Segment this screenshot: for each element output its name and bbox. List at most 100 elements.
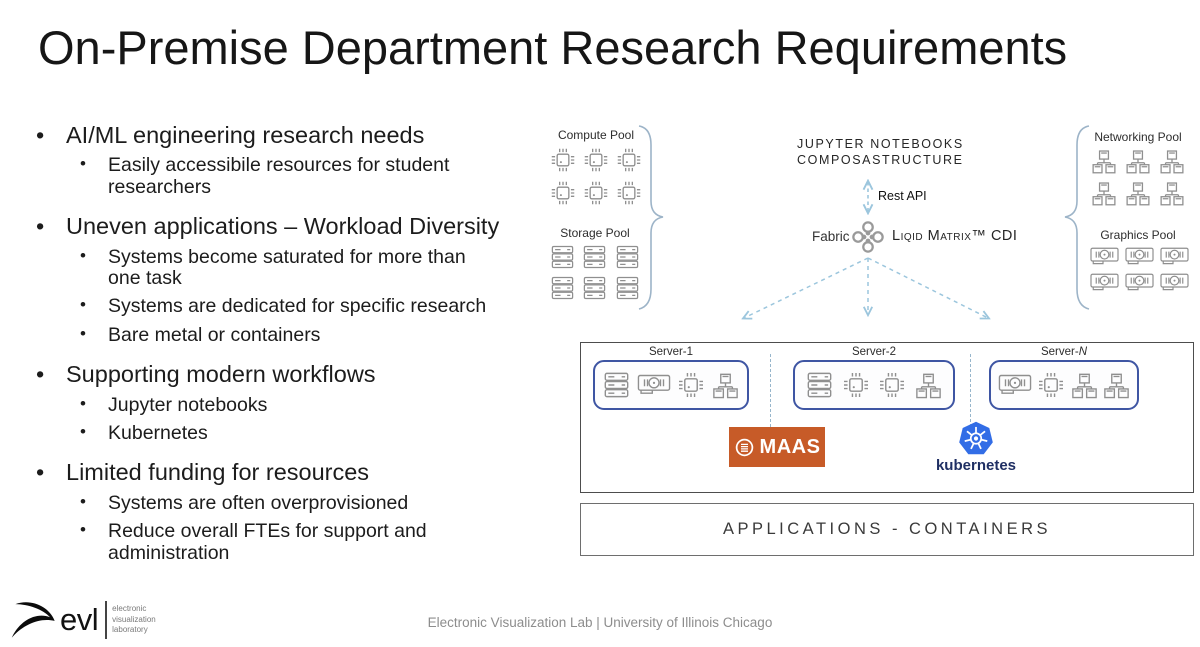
- left-brace: [638, 125, 664, 310]
- liqid-matrix-label: Liqid Matrix™ CDI: [892, 228, 1018, 244]
- right-brace: [1064, 125, 1090, 310]
- evl-logo: evl electronic visualization laboratory: [8, 596, 156, 644]
- server-group: Server-2: [793, 346, 955, 410]
- rest-api-label: Rest API: [878, 189, 927, 203]
- bullet-list: • AI/ML engineering research needs • Easily…: [30, 122, 535, 564]
- cpu-icon: [675, 369, 707, 401]
- bullet-text: Uneven applications – Workload Diversity: [66, 213, 500, 240]
- storage-icon: [580, 274, 609, 302]
- sub-bullet-item: •Bare metal or containers: [76, 323, 535, 346]
- bullet-marker: •: [36, 361, 45, 388]
- network-icon: [1101, 370, 1132, 401]
- bullet-marker: •: [36, 213, 45, 240]
- pool-label: Networking Pool: [1094, 130, 1182, 144]
- bullet-text: Supporting modern workflows: [66, 361, 376, 388]
- server-label: Server-N: [1040, 346, 1087, 358]
- maas-icon: [735, 438, 753, 456]
- sub-bullet-text: Easily accessibile resources for student…: [108, 154, 450, 198]
- cpu-icon: [1035, 369, 1067, 401]
- networking-pool: Networking Pool: [1088, 130, 1188, 208]
- sub-bullet-text: Jupyter notebooks: [108, 393, 268, 416]
- bullet-marker: •: [80, 154, 86, 174]
- gpu-icon: [1123, 245, 1156, 268]
- server-divider: [970, 354, 971, 432]
- jupyter-label: JUPYTER NOTEBOOKS COMPOSASTRUCTURE: [797, 136, 964, 168]
- server-box: [793, 360, 955, 410]
- sub-bullet-text: Kubernetes: [108, 422, 208, 444]
- bullet-item: • AI/ML engineering research needs: [30, 122, 535, 148]
- bullet-marker: •: [36, 122, 45, 148]
- network-icon: [1123, 147, 1153, 176]
- bullet-marker: •: [80, 393, 86, 413]
- bullet-text: Limited funding for resources: [66, 459, 370, 486]
- bullet-item: • Supporting modern workflows: [30, 361, 535, 387]
- sub-bullet-item: •Reduce overall FTEs for support and adm…: [76, 520, 535, 564]
- network-icon: [1069, 370, 1100, 401]
- graphics-pool: Graphics Pool: [1088, 228, 1188, 294]
- compute-pool: Compute Pool: [548, 128, 644, 208]
- network-icon: [1157, 147, 1187, 176]
- cpu-icon: [581, 145, 611, 175]
- sub-bullet-item: •Systems become saturated for more than …: [76, 245, 535, 290]
- kubernetes-icon: [959, 421, 993, 455]
- jupyter-line1: JUPYTER NOTEBOOKS: [797, 137, 964, 151]
- bullet-item: • Limited funding for resources: [30, 459, 535, 485]
- storage-icon: [548, 243, 577, 271]
- storage-icon: [804, 369, 835, 401]
- cpu-icon: [840, 369, 872, 401]
- server-box: [593, 360, 749, 410]
- pool-icon-grid: [547, 243, 643, 302]
- server-divider: [770, 354, 771, 432]
- storage-icon: [580, 243, 609, 271]
- maas-wordmark: MAAS: [759, 435, 821, 458]
- rest-api-arrow: [858, 174, 880, 220]
- sub-bullet-item: •Systems are often overprovisioned: [76, 492, 535, 514]
- kubernetes-wordmark: kubernetes: [935, 457, 1017, 474]
- evl-swoosh-icon: [11, 602, 55, 638]
- sub-bullet-item: • Jupyter notebooks: [76, 393, 535, 416]
- footer-credit: Electronic Visualization Lab | Universit…: [427, 615, 773, 630]
- gpu-icon: [1088, 245, 1121, 268]
- bullet-item: • Uneven applications – Workload Diversit…: [30, 213, 535, 239]
- cpu-icon: [876, 369, 908, 401]
- evl-tagline-line: electronic: [112, 604, 147, 614]
- network-icon: [1089, 179, 1119, 208]
- servers-container: Server-1 Server-2 Server-N MAAS: [580, 342, 1194, 493]
- sub-bullet-item: • Kubernetes: [76, 422, 535, 444]
- sub-bullet-item: •Systems are dedicated for specific rese…: [76, 295, 535, 318]
- fabric-label: Fabric: [812, 229, 850, 244]
- maas-logo: MAAS: [729, 427, 825, 467]
- applications-box: APPLICATIONS - CONTAINERS: [580, 503, 1194, 556]
- pool-icon-grid: [1088, 245, 1188, 294]
- network-icon: [1157, 179, 1187, 208]
- bullet-marker: •: [80, 323, 86, 343]
- page-title: On-Premise Department Research Requireme…: [38, 21, 1068, 74]
- pool-label: Graphics Pool: [1100, 228, 1176, 242]
- bullet-marker: •: [80, 422, 86, 441]
- evl-tagline-line: laboratory: [112, 625, 148, 635]
- bullet-marker: •: [36, 459, 45, 486]
- storage-icon: [548, 274, 577, 302]
- server-group: Server-N: [989, 346, 1139, 410]
- gpu-icon: [635, 372, 673, 398]
- jupyter-line2: COMPOSASTRUCTURE: [797, 153, 964, 167]
- cpu-icon: [548, 178, 578, 208]
- network-icon: [913, 370, 944, 401]
- evl-wordmark: evl: [60, 602, 99, 637]
- fabric-icon: [851, 220, 885, 254]
- gpu-icon: [1123, 271, 1156, 294]
- fabric-to-servers-arrows: [690, 257, 1020, 330]
- server-label: Server-1: [648, 346, 694, 358]
- bullet-marker: •: [80, 520, 86, 540]
- evl-divider: [105, 601, 108, 639]
- gpu-icon: [1158, 245, 1191, 268]
- sub-bullet-text: Systems are dedicated for specific resea…: [108, 295, 487, 318]
- storage-pool: Storage Pool: [547, 226, 643, 302]
- server-label: Server-2: [851, 346, 897, 358]
- pool-icon-grid: [1088, 147, 1188, 208]
- bullet-text: AI/ML engineering research needs: [66, 122, 425, 148]
- sub-bullet-text: Systems become saturated for more than o…: [108, 245, 466, 289]
- gpu-icon: [1088, 271, 1121, 294]
- pool-icon-grid: [548, 145, 644, 208]
